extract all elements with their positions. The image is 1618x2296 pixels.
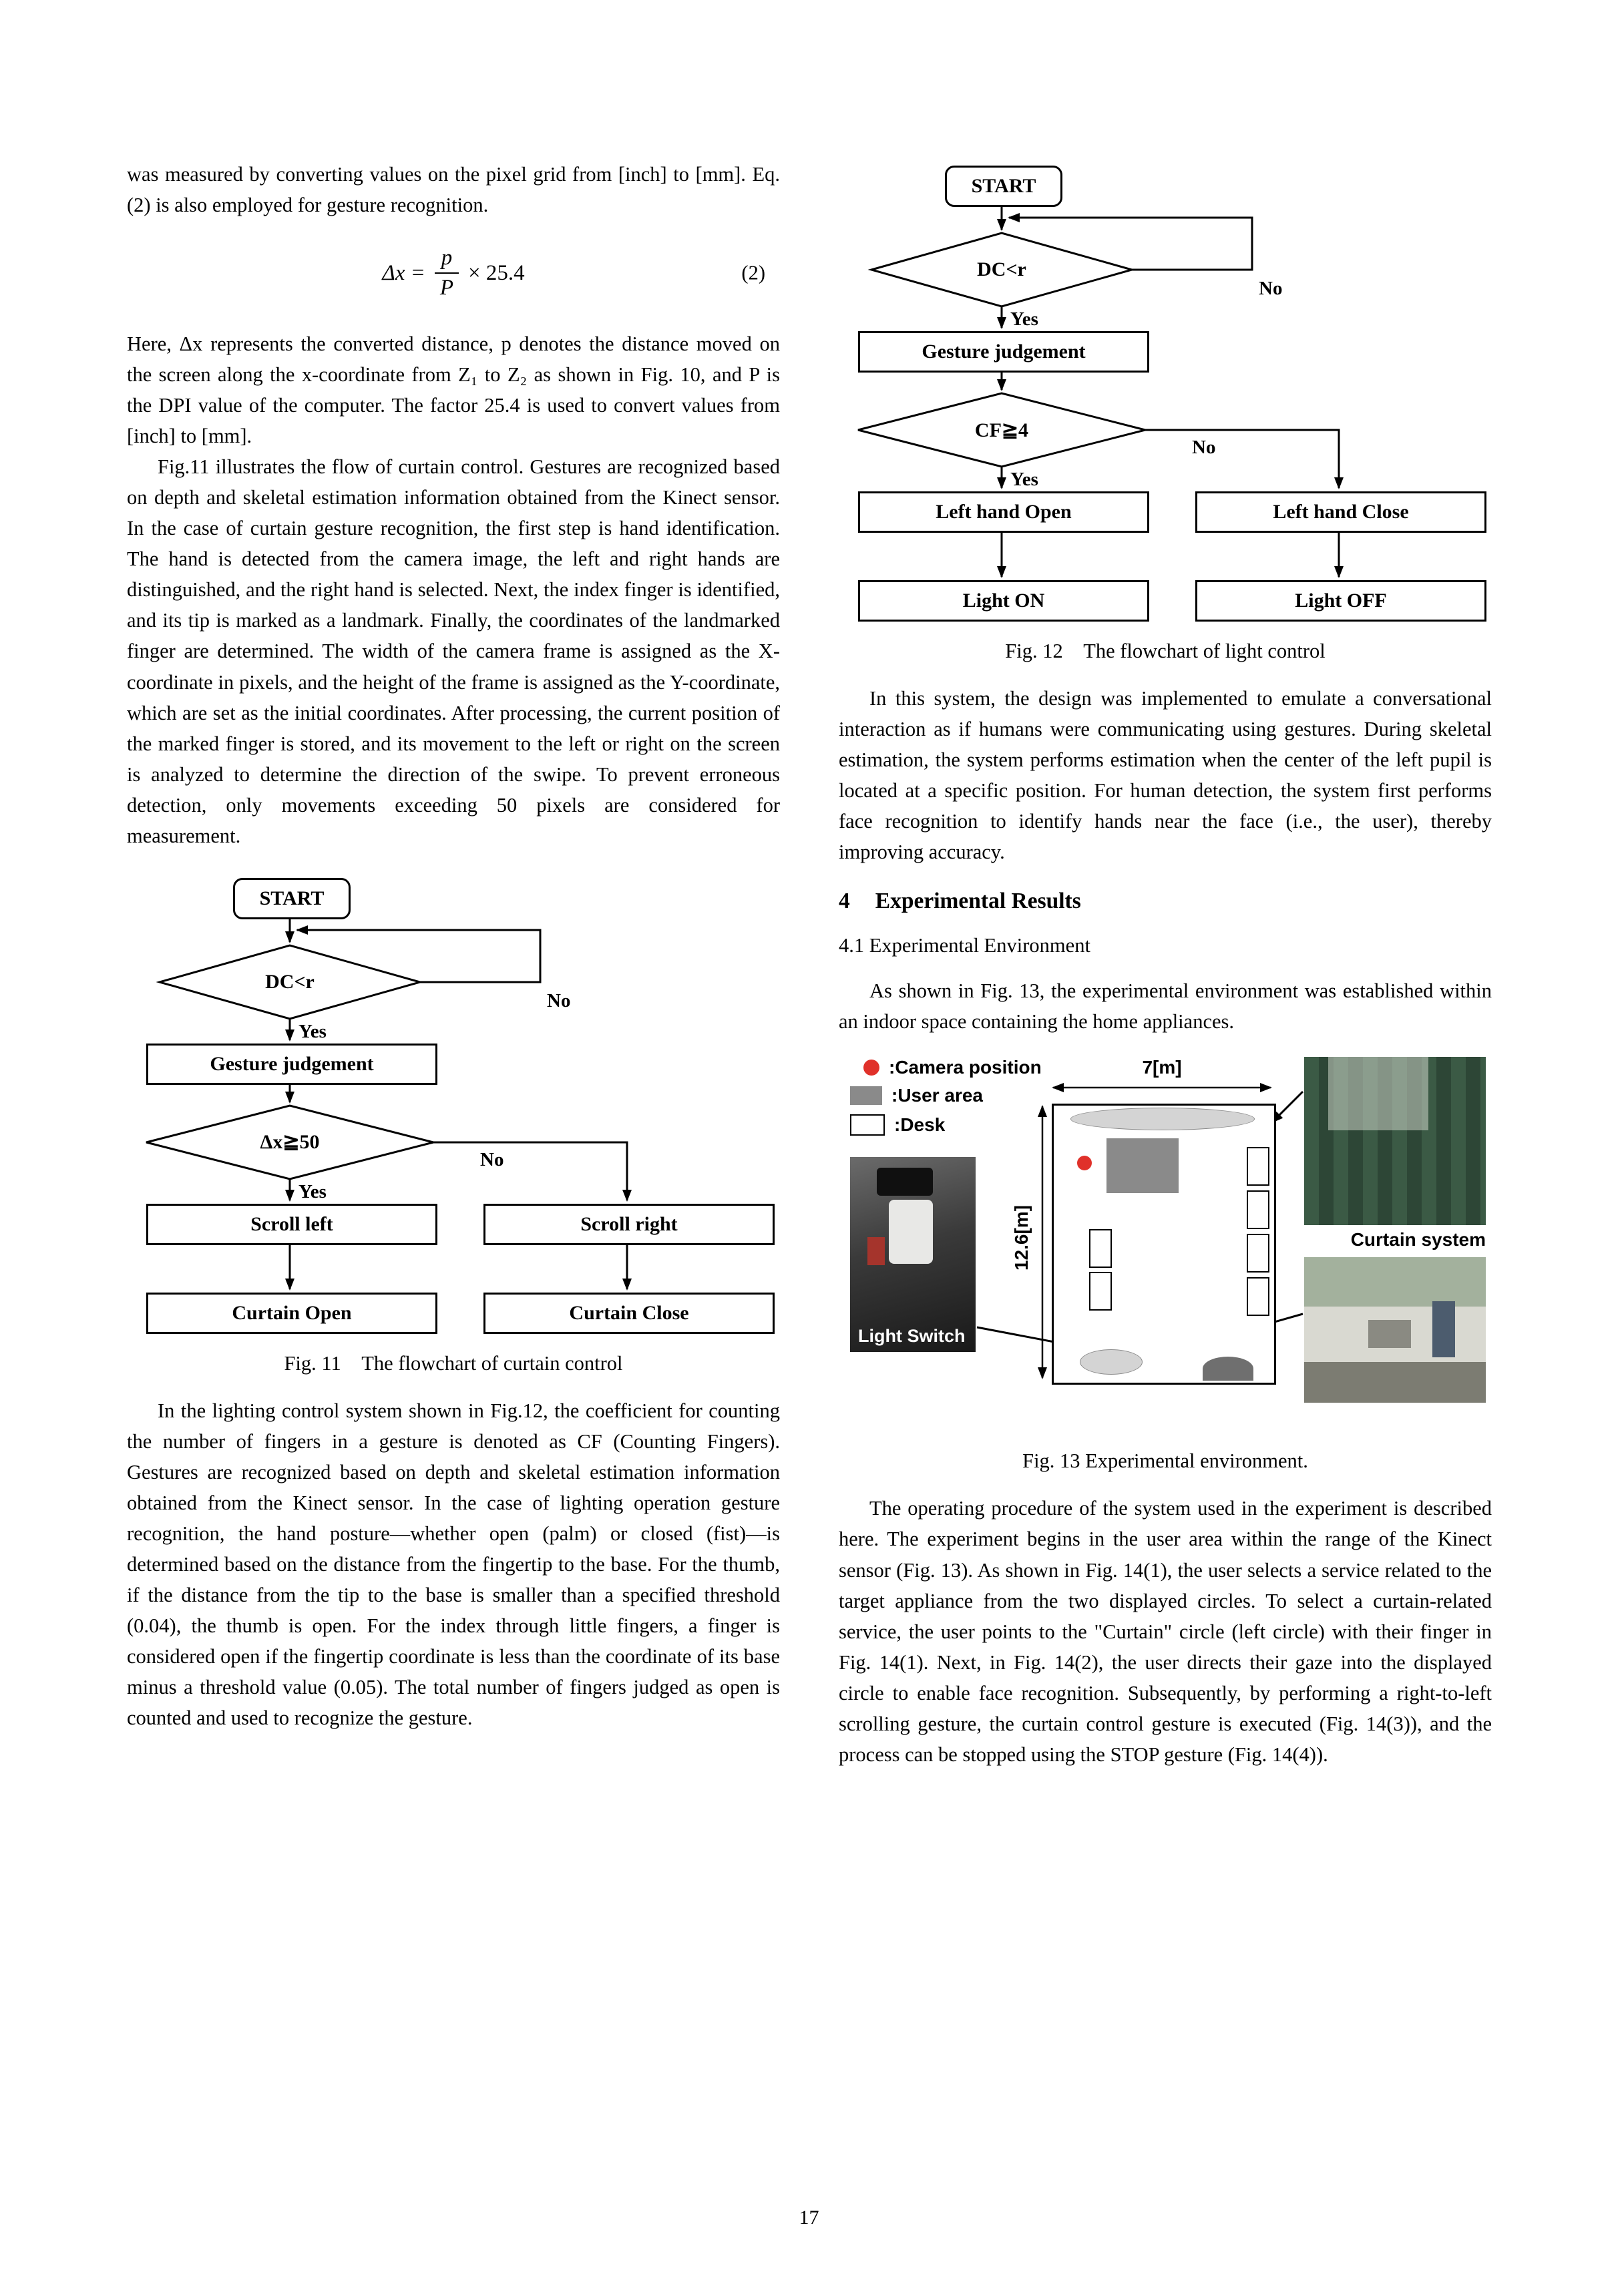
light-switch-photo: Light Switch [850, 1157, 976, 1353]
yes-label: Yes [1010, 469, 1038, 490]
user-area-shape [1106, 1138, 1179, 1194]
decision-label: Δx≧50 [260, 1131, 320, 1154]
table-shape [1080, 1349, 1143, 1375]
camera-position-dot [1077, 1156, 1092, 1171]
equation-number: (2) [741, 261, 765, 284]
legend-label: :Camera position [889, 1057, 1042, 1078]
yes-label: Yes [1010, 308, 1038, 330]
camera-device-shape [877, 1168, 933, 1196]
switch-device-shape [889, 1200, 933, 1265]
decision-diamond [867, 232, 1136, 308]
subsection-heading: 4.1 Experimental Environment [839, 934, 1090, 957]
section-title: Experimental Results [875, 889, 1081, 914]
desk-shape [1089, 1229, 1112, 1269]
equation-lhs: Δx = [382, 260, 425, 285]
decision-label: DC<r [265, 970, 315, 993]
body-paragraph: Fig.11 illustrates the flow of curtain c… [127, 455, 780, 847]
figure-11-caption: Fig. 11 The flowchart of curtain control [284, 1351, 623, 1375]
desk-shape [1247, 1277, 1269, 1317]
room-height-label: 12.6[m] [1011, 1205, 1032, 1271]
process-node: Left hand Close [1195, 491, 1486, 533]
light-switch-label: Light Switch [858, 1326, 966, 1347]
body-paragraph: In the lighting control system shown in … [127, 1399, 780, 1730]
equation-2: Δx = p P × 25.4 (2) [127, 246, 780, 300]
person-shape [1432, 1301, 1455, 1358]
decision-label: DC<r [977, 258, 1026, 280]
body-paragraph: In this system, the design was implement… [839, 687, 1492, 864]
figure-12-caption: Fig. 12 The flowchart of light control [1005, 640, 1326, 662]
figure-13-caption: Fig. 13 Experimental environment. [1022, 1449, 1308, 1473]
figure-11-flowchart: START DC<r Yes No Gesture judgement Δx≧5… [133, 875, 775, 1334]
desk-shape [1247, 1190, 1269, 1230]
yes-label: Yes [298, 1180, 327, 1202]
body-paragraph: was measured by converting values on the… [127, 163, 780, 217]
desk-swatch [850, 1114, 885, 1136]
page-content: was measured by converting values on the… [127, 159, 1492, 1770]
equation-numerator: p [434, 246, 459, 274]
window-light-shape [1328, 1057, 1428, 1131]
process-node: Scroll right [483, 1203, 775, 1245]
equation-fraction: p P [433, 246, 460, 300]
device-detail-shape [867, 1237, 885, 1266]
user-area-swatch [850, 1086, 882, 1106]
no-label: No [1192, 437, 1216, 458]
figure-11: START DC<r Yes No Gesture judgement Δx≧5… [127, 875, 780, 1375]
page-number: 17 [799, 2207, 819, 2229]
process-node: Left hand Open [858, 491, 1149, 533]
process-node: Light OFF [1195, 580, 1486, 622]
legend-item-user-area: :User area [850, 1085, 983, 1106]
body-paragraph: The operating procedure of the system us… [839, 1497, 1492, 1766]
process-node: Gesture judgement [146, 1043, 437, 1085]
no-label: No [1259, 278, 1283, 299]
flowchart-connectors [146, 915, 632, 1291]
legend-item-desk: :Desk [850, 1114, 945, 1136]
process-node: Light ON [858, 580, 1149, 622]
process-node: Curtain Close [483, 1292, 775, 1334]
process-node: Curtain Open [146, 1292, 437, 1334]
door-shape [1203, 1357, 1253, 1381]
legend-item-camera: :Camera position [863, 1057, 1042, 1078]
process-node: Gesture judgement [858, 331, 1149, 373]
desk-shape [1089, 1272, 1112, 1311]
decision-diamond [156, 944, 424, 1020]
curtain-system-photo [1304, 1057, 1486, 1226]
section-heading: 4 Experimental Results [839, 889, 1492, 914]
room-photo [1304, 1257, 1486, 1403]
yes-label: Yes [298, 1020, 327, 1042]
start-node: START [945, 166, 1062, 207]
no-label: No [480, 1148, 504, 1170]
camera-position-swatch [863, 1060, 879, 1076]
figure-13: :Camera position :User area :Desk 7[m] 1… [839, 1057, 1492, 1473]
equation-denominator: P [439, 276, 454, 300]
legend-label: :Desk [894, 1114, 946, 1136]
start-node: START [233, 877, 351, 919]
right-column: START DC<r Yes No Gesture judgement CF≧4… [839, 159, 1492, 1770]
left-column: was measured by converting values on the… [127, 159, 780, 1770]
room-width-label: 7[m] [1142, 1057, 1182, 1078]
equation-rhs: × 25.4 [468, 260, 525, 285]
curtain-system-label: Curtain system [1350, 1229, 1486, 1250]
decision-label: CF≧4 [974, 419, 1029, 441]
body-paragraph: As shown in Fig. 13, the experimental en… [839, 979, 1492, 1034]
desk-shape [1247, 1147, 1269, 1186]
body-paragraph: Here, Δx represents the converted distan… [127, 332, 780, 448]
figure-12-flowchart: START DC<r Yes No Gesture judgement CF≧4… [845, 163, 1486, 622]
figure-13-diagram: :Camera position :User area :Desk 7[m] 1… [845, 1057, 1486, 1431]
section-number: 4 [839, 889, 850, 914]
legend-label: :User area [891, 1085, 983, 1106]
no-label: No [547, 989, 571, 1011]
flowchart-connectors [857, 203, 1344, 578]
process-node: Scroll left [146, 1203, 437, 1245]
curtain-shape [1070, 1108, 1255, 1131]
desk-photo-shape [1368, 1320, 1411, 1349]
desk-shape [1247, 1234, 1269, 1273]
figure-12: START DC<r Yes No Gesture judgement CF≧4… [839, 163, 1492, 663]
